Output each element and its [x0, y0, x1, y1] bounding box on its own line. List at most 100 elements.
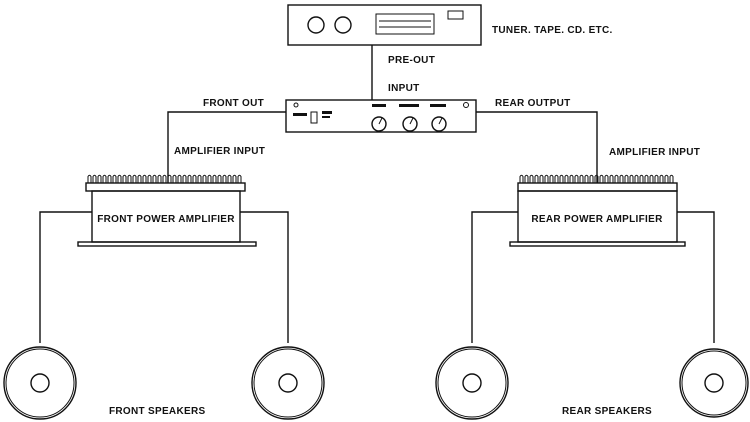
heatsink-fin [137, 174, 142, 183]
heatsink-fin [539, 174, 544, 183]
heatsink-fin [122, 174, 127, 183]
heatsink-fin [217, 174, 222, 183]
preamp-screw-left [293, 102, 299, 108]
heatsink-fin [584, 174, 589, 183]
rear-right-speaker [679, 348, 749, 418]
heatsink-fin [579, 174, 584, 183]
heatsink-fin [102, 174, 107, 183]
rear-left-speaker [435, 346, 509, 420]
heatsink-fin [609, 174, 614, 183]
heatsink-fin [574, 174, 579, 183]
heatsink-fin [564, 174, 569, 183]
source-display [375, 13, 435, 35]
preamp-knob-3 [431, 116, 447, 132]
front-speakers-label: FRONT SPEAKERS [109, 406, 205, 417]
heatsink-fin [599, 174, 604, 183]
heatsink-fin [117, 174, 122, 183]
heatsink-fin [524, 174, 529, 183]
heatsink-fin [172, 174, 177, 183]
front-right-speaker [251, 346, 325, 420]
heatsink-fin [614, 174, 619, 183]
heatsink-fin [112, 174, 117, 183]
heatsink-fin [569, 174, 574, 183]
heatsink-fin [187, 174, 192, 183]
heatsink-fin [107, 174, 112, 183]
front-left-speaker-wire [39, 211, 92, 343]
rear-right-speaker-wire [677, 211, 715, 343]
heatsink-fin [212, 174, 217, 183]
heatsink-fin [589, 174, 594, 183]
preamp-power-switch [310, 111, 318, 124]
heatsink-fin [534, 174, 539, 183]
heatsink-fin [152, 174, 157, 183]
preamp-knob-1 [371, 116, 387, 132]
front-out-label: FRONT OUT [203, 98, 264, 109]
heatsink-fin [232, 174, 237, 183]
amp-input-label-left: AMPLIFIER INPUT [174, 146, 265, 157]
source-button [447, 10, 464, 20]
heatsink-fin [544, 174, 549, 183]
heatsink-fin [519, 174, 524, 183]
heatsink-fin [222, 174, 227, 183]
heatsink-fin [87, 174, 92, 183]
front-amp-heatsink [87, 174, 242, 183]
heatsink-fin [127, 174, 132, 183]
heatsink-fin [97, 174, 102, 183]
heatsink-fin [237, 174, 242, 183]
input-label: INPUT [388, 83, 420, 94]
rear-amp-label: REAR POWER AMPLIFIER [531, 214, 663, 225]
rear-amplifier [509, 182, 686, 247]
front-right-speaker-wire [240, 211, 289, 343]
front-amplifier [77, 182, 257, 247]
heatsink-fin [624, 174, 629, 183]
rear-output-label: REAR OUTPUT [495, 98, 571, 109]
preamp-knob-2 [402, 116, 418, 132]
source-knob-left [307, 16, 325, 34]
heatsink-fin [634, 174, 639, 183]
heatsink-fin [162, 174, 167, 183]
heatsink-fin [192, 174, 197, 183]
heatsink-fin [669, 174, 674, 183]
front-left-speaker [3, 346, 77, 420]
heatsink-fin [604, 174, 609, 183]
heatsink-fin [197, 174, 202, 183]
heatsink-fin [177, 174, 182, 183]
rear-left-speaker-wire [471, 211, 518, 343]
heatsink-fin [639, 174, 644, 183]
preamp-unit [285, 99, 477, 133]
heatsink-fin [644, 174, 649, 183]
front-out-cable [167, 111, 286, 183]
rear-amp-heatsink [519, 174, 674, 183]
front-amp-base [77, 241, 257, 247]
heatsink-fin [142, 174, 147, 183]
source-knob-right [334, 16, 352, 34]
heatsink-fin [664, 174, 669, 183]
source-label: TUNER. TAPE. CD. ETC. [492, 25, 613, 36]
heatsink-fin [182, 174, 187, 183]
heatsink-fin [549, 174, 554, 183]
preamp-screw-right [463, 102, 469, 108]
heatsink-fin [227, 174, 232, 183]
front-amp-label: FRONT POWER AMPLIFIER [97, 214, 235, 225]
rear-amp-base [509, 241, 686, 247]
heatsink-fin [207, 174, 212, 183]
amp-input-label-right: AMPLIFIER INPUT [609, 147, 700, 158]
heatsink-fin [132, 174, 137, 183]
heatsink-fin [619, 174, 624, 183]
heatsink-fin [92, 174, 97, 183]
heatsink-fin [559, 174, 564, 183]
heatsink-fin [594, 174, 599, 183]
heatsink-fin [554, 174, 559, 183]
heatsink-fin [649, 174, 654, 183]
rear-speakers-label: REAR SPEAKERS [562, 406, 652, 417]
heatsink-fin [654, 174, 659, 183]
heatsink-fin [167, 174, 172, 183]
heatsink-fin [147, 174, 152, 183]
pre-out-label: PRE-OUT [388, 55, 435, 66]
rear-out-cable [476, 111, 598, 183]
heatsink-fin [157, 174, 162, 183]
heatsink-fin [629, 174, 634, 183]
preamp-body [285, 99, 477, 133]
